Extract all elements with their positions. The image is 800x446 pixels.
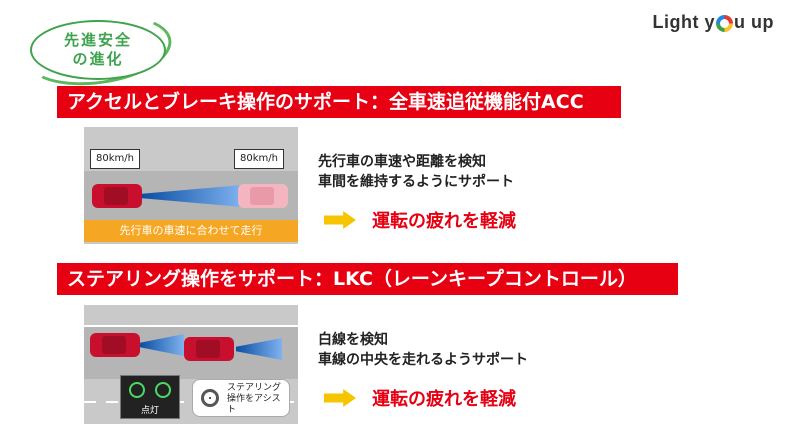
acc-illustration: 80km/h 80km/h 先行車の車速に合わせて走行 [84, 127, 298, 244]
logo-o-icon [716, 14, 733, 32]
lkc-illustration: 点灯 ステアリング 操作をアシスト [84, 305, 298, 424]
lkc-result: 運転の疲れを軽減 [372, 389, 516, 410]
steering-wheel-icon [201, 389, 219, 407]
badge-line-1: 先進安全 [63, 31, 132, 49]
lkc-result-row: 運転の疲れを軽減 [324, 385, 516, 411]
lkc-assist-box: ステアリング 操作をアシスト [192, 379, 290, 417]
badge-line-2: の進化 [72, 50, 124, 68]
lkc-car-1-icon [90, 333, 140, 357]
lane-line-top [84, 325, 298, 327]
lkc-description: 白線を検知 車線の中央を走れるようサポート [318, 330, 528, 370]
lkc-indicator-left-icon [129, 382, 145, 398]
lkc-car-2-icon [184, 337, 234, 361]
acc-desc-line-1: 先行車の車速や距離を検知 [318, 154, 486, 170]
lkc-desc-line-1: 白線を検知 [318, 332, 388, 348]
acc-desc-line-2: 車間を維持するようにサポート [318, 174, 514, 190]
acc-caption: 先行車の車速に合わせて走行 [84, 220, 298, 242]
arrow-right-icon [324, 389, 356, 407]
own-car-icon [92, 184, 142, 208]
front-speed-label: 80km/h [234, 149, 284, 169]
front-car-icon [238, 184, 288, 208]
acc-result: 運転の疲れを軽減 [372, 211, 516, 232]
lane-line-dashed [84, 401, 298, 403]
lkc-desc-line-2: 車線の中央を走れるようサポート [318, 352, 528, 368]
lkc-indicator-right-icon [155, 382, 171, 398]
arrow-right-icon [324, 211, 356, 229]
own-speed-label: 80km/h [90, 149, 140, 169]
logo-text-left: Light y [652, 11, 715, 32]
assist-line-1: ステアリング [227, 383, 282, 393]
acc-description: 先行車の車速や距離を検知 車間を維持するようにサポート [318, 152, 514, 192]
lkc-title-bar: ステアリング操作をサポート：LKC（レーンキープコントロール） [57, 263, 678, 295]
lkc-indicator-label: 点灯 [140, 406, 159, 416]
brand-logo: Light y u up [653, 10, 775, 34]
acc-title-bar: アクセルとブレーキ操作のサポート：全車速追従機能付ACC [57, 86, 621, 118]
logo-text-right: u up [734, 11, 774, 32]
acc-result-row: 運転の疲れを軽減 [324, 207, 516, 233]
assist-line-2: 操作をアシスト [227, 394, 281, 415]
feature-badge: 先進安全 の進化 [30, 20, 166, 80]
lkc-indicator-panel: 点灯 [120, 375, 180, 419]
